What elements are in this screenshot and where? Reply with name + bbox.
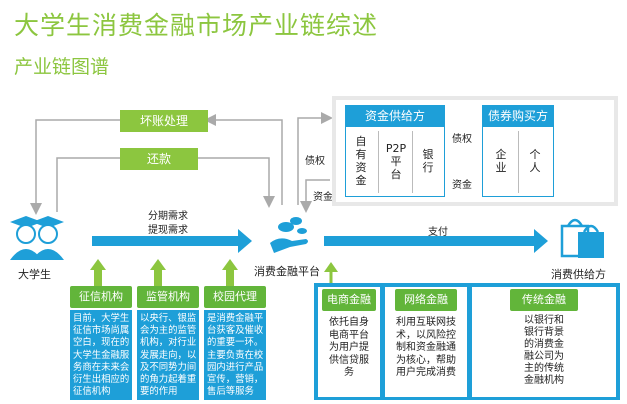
funding-divider-1 (378, 131, 379, 193)
repay-line-right (198, 157, 275, 208)
funds-label: 资金 (313, 192, 333, 203)
bond-buyers-title: 债券购买方 (482, 105, 554, 127)
bad-debt-line (204, 114, 283, 205)
platform-type-ecommerce: 电商金融 依托自身 电商平台 为用户提 供信贷服 务 (318, 287, 380, 397)
bond-buyer-individual: 个 人 (529, 148, 541, 174)
payment-arrow-head (534, 229, 548, 253)
repay-box: 还款 (120, 148, 198, 170)
cash-demand-label: 提现需求 (148, 225, 188, 236)
repay-line (56, 157, 120, 212)
funding-item-p2p: P2P 平 台 (385, 142, 407, 181)
supplier-label: 消费供给方 (551, 268, 606, 281)
platform-type-desc-internet: 利用互联网技 术，以风险控 制和资金融通 为核心，帮助 用户完成消费 (396, 317, 456, 379)
bond-divider (518, 131, 519, 193)
demand-arrow-head (238, 229, 252, 253)
bad-debt-line-left (30, 119, 120, 215)
student-icon (6, 212, 68, 262)
bad-debt-box: 坏账处理 (120, 110, 208, 132)
support-desc-credit: 目前，大学生 征信市场尚属 空白，现在的 大学生金融服 务商在未来会 衍生出相应… (70, 310, 132, 400)
funding-item-own: 自 有 资 金 (355, 135, 367, 187)
support-title-credit: 征信机构 (70, 286, 132, 308)
funding-divider-2 (412, 131, 413, 193)
funding-item-bank: 银 行 (422, 148, 434, 174)
platform-type-internet: 网络金融 利用互联网技 术，以风险控 制和资金融通 为核心，帮助 用户完成消费 (385, 287, 467, 397)
platform-type-title-traditional: 传统金融 (510, 289, 578, 311)
platform-type-desc-traditional: 以银行和 银行背景 的消费金 融公司为 主的传统 金融机构 (524, 315, 564, 386)
supplier-icon (558, 212, 608, 260)
funds-label-2: 资金 (452, 180, 472, 191)
page-subtitle: 产业链图谱 (14, 56, 110, 78)
support-desc-campus: 是消费金融平 台获客及催收 的重要一环。 主要负责在校 园内进行产品 宣传，营销… (204, 310, 266, 400)
debt-claim-label-2: 债权 (452, 134, 472, 145)
support-desc-regulator: 以央行、银监 会为主的监管 机构，对行业 发展走向，以 及不同势力间 的角力起着… (137, 310, 199, 400)
platform-type-title-internet: 网络金融 (395, 289, 457, 311)
debt-claim-label: 债权 (305, 156, 325, 167)
installment-demand-label: 分期需求 (148, 211, 188, 222)
support-up-arrows (90, 259, 238, 288)
payment-arrow (324, 236, 536, 246)
funding-title: 资金供给方 (345, 105, 445, 127)
demand-arrow (92, 236, 240, 246)
support-card-campus: 校园代理 是消费金融平 台获客及催收 的重要一环。 主要负责在校 园内进行产品 … (204, 286, 266, 400)
platform-icon (266, 213, 316, 257)
support-title-regulator: 监管机构 (137, 286, 199, 308)
payment-label: 支付 (428, 227, 448, 238)
debt-claim-line (297, 112, 333, 205)
platform-type-desc-ecommerce: 依托自身 电商平台 为用户提 供信贷服 务 (329, 317, 369, 379)
student-label: 大学生 (18, 268, 51, 281)
platform-label: 消费金融平台 (254, 265, 320, 278)
support-card-credit: 征信机构 目前，大学生 征信市场尚属 空白，现在的 大学生金融服 务商在未来会 … (70, 286, 132, 400)
page-title: 大学生消费金融市场产业链综述 (14, 11, 379, 40)
support-title-campus: 校园代理 (204, 286, 266, 308)
platform-type-traditional: 传统金融 以银行和 银行背景 的消费金 融公司为 主的传统 金融机构 (472, 287, 616, 397)
funds-line (300, 179, 330, 213)
platform-type-title-ecommerce: 电商金融 (322, 289, 376, 311)
bond-buyer-company: 企 业 (495, 148, 507, 174)
support-card-regulator: 监管机构 以央行、银监 会为主的监管 机构，对行业 发展走向，以 及不同势力间 … (137, 286, 199, 400)
